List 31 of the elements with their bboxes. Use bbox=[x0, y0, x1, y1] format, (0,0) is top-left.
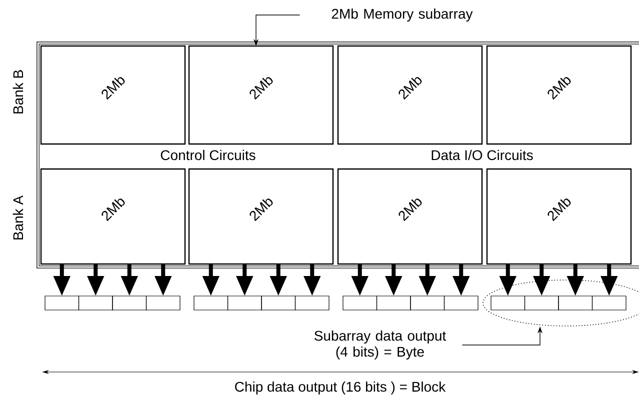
callout-text: 2Mb Memory subarray bbox=[332, 8, 473, 22]
bit-cell bbox=[194, 296, 228, 310]
bit-cell bbox=[410, 296, 445, 310]
subarray-box: 2Mb bbox=[486, 168, 632, 265]
subarray-box: 2Mb bbox=[40, 168, 186, 265]
subarray-box: 2Mb bbox=[337, 168, 483, 265]
bit-cell bbox=[444, 296, 478, 310]
bit-cell bbox=[592, 296, 626, 310]
subarray-box: 2Mb bbox=[188, 168, 334, 265]
callout-text: Subarray data output (4 bits) = Byte bbox=[314, 330, 446, 360]
dimension-label: Chip data output (16 bits ) = Block bbox=[235, 381, 446, 394]
bit-cell bbox=[261, 296, 296, 310]
subarray-box: 2Mb bbox=[337, 45, 483, 145]
bit-cell bbox=[342, 296, 378, 310]
bit-cell bbox=[558, 296, 593, 310]
bit-cell bbox=[227, 296, 262, 310]
bank-label: Bank B bbox=[12, 70, 24, 114]
bit-cell bbox=[376, 296, 411, 310]
bit-cell bbox=[146, 296, 180, 310]
subarray-box: 2Mb bbox=[40, 45, 186, 145]
bit-cell bbox=[490, 296, 526, 310]
bit-cell bbox=[112, 296, 147, 310]
circuit-label: Data I/O Circuits bbox=[432, 150, 533, 160]
subarray-box: 2Mb bbox=[486, 45, 632, 145]
bit-cell bbox=[78, 296, 113, 310]
circuit-label: Control Circuits bbox=[160, 150, 256, 160]
bit-cell bbox=[44, 296, 80, 310]
bank-label: Bank A bbox=[12, 195, 24, 240]
bit-cell bbox=[524, 296, 559, 310]
subarray-box: 2Mb bbox=[188, 45, 334, 145]
bit-cell bbox=[294, 296, 330, 310]
